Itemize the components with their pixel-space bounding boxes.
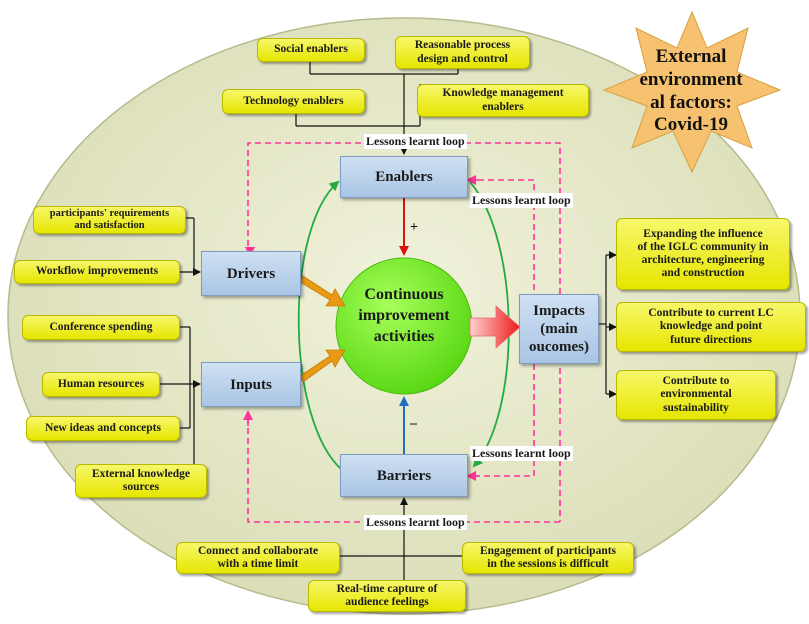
enabler-social: Social enablers: [257, 38, 365, 62]
green-arc-left: [297, 180, 343, 471]
impact-sustainability-line: Contribute to: [662, 375, 730, 388]
driver-requirements-line: participants' requirements: [49, 207, 170, 219]
enablers-node-label: Enablers: [375, 169, 433, 185]
enabler-knowledge-line: enablers: [482, 100, 524, 113]
impacts-node-line: (main: [540, 321, 578, 337]
impact-sustainability-line: sustainability: [663, 401, 729, 414]
impact-influence-line: of the IGLC community in: [637, 240, 769, 253]
drivers-node: Drivers: [201, 251, 301, 296]
impact-influence-line: Expanding the influence: [643, 227, 763, 240]
impact-factor-connectors: [598, 251, 617, 398]
input-ideas-label: New ideas and concepts: [45, 421, 161, 434]
barrier-capture-line: Real-time capture of: [336, 582, 438, 595]
input-ideas: New ideas and concepts: [26, 416, 180, 441]
external-factor-line: Covid-19: [654, 114, 728, 136]
input-spending: Conference spending: [22, 315, 180, 340]
barrier-engagement-line: Engagement of participants: [479, 544, 617, 557]
loop-label-right-lower: Lessons learnt loop: [470, 446, 573, 461]
barrier-capture-line: audience feelings: [345, 596, 429, 608]
impacts-node-line: Impacts: [533, 303, 585, 319]
external-factor-line: environment: [639, 68, 743, 90]
impact-influence-line: and construction: [661, 267, 745, 280]
enabler-technology-label: Technology enablers: [243, 94, 344, 107]
outcome-arrow: [469, 305, 521, 349]
barrier-connect-line: Connect and collaborate: [197, 544, 319, 557]
input-human: Human resources: [42, 372, 160, 397]
loop-label-bottom: Lessons learnt loop: [364, 515, 467, 530]
impact-knowledge-line: knowledge and point: [659, 320, 763, 333]
impact-knowledge-line: Contribute to current LC: [648, 307, 774, 320]
driver-workflow: Workflow improvements: [14, 260, 180, 284]
enabler-knowledge-line: Knowledge management: [442, 87, 564, 100]
enabler-process-line: Reasonable process: [414, 39, 511, 52]
enabler-process-line: design and control: [417, 52, 508, 65]
inputs-node-label: Inputs: [230, 376, 272, 393]
barriers-node: Barriers: [340, 454, 468, 497]
inputs-node: Inputs: [201, 362, 301, 407]
negative-sign: –: [410, 416, 417, 431]
impact-influence-line: architecture, engineering: [641, 254, 765, 266]
orange-arrows: [299, 275, 346, 383]
center-label: Continuous improvement activities: [344, 285, 464, 347]
impacts-node: Impacts (main oucomes): [519, 294, 599, 364]
input-human-label: Human resources: [57, 377, 145, 390]
barrier-connect-line: with a time limit: [217, 558, 299, 570]
center-label-line: activities: [373, 327, 435, 345]
input-external-line: sources: [122, 481, 160, 493]
driver-factor-connectors: [180, 217, 201, 276]
enabler-technology: Technology enablers: [222, 89, 365, 114]
external-factor-star: [602, 10, 782, 174]
driver-requirements-line: and satisfaction: [74, 220, 145, 231]
external-factor-line: al factors:: [650, 91, 732, 113]
loop-label-top: Lessons learnt loop: [364, 134, 467, 149]
drivers-node-label: Drivers: [226, 265, 276, 282]
external-factor-text: External environment al factors: Covid-1…: [616, 46, 766, 137]
center-label-line: improvement: [358, 306, 450, 324]
barriers-node-label: Barriers: [376, 467, 432, 484]
impact-knowledge-line: future directions: [670, 333, 752, 346]
input-spending-label: Conference spending: [49, 320, 153, 333]
input-external-line: External knowledge: [91, 467, 191, 480]
external-factor-line: External: [655, 46, 727, 67]
enablers-node: Enablers: [340, 156, 468, 198]
center-label-line: Continuous: [364, 286, 444, 303]
driver-workflow-label: Workflow improvements: [35, 265, 159, 278]
positive-sign: +: [410, 220, 418, 235]
loop-label-right-upper: Lessons learnt loop: [470, 193, 573, 208]
impact-sustainability-line: environmental: [660, 388, 732, 401]
enabler-social-label: Social enablers: [274, 43, 348, 56]
impacts-node-line: oucomes): [529, 339, 589, 355]
barrier-engagement-line: in the sessions is difficult: [487, 558, 609, 570]
